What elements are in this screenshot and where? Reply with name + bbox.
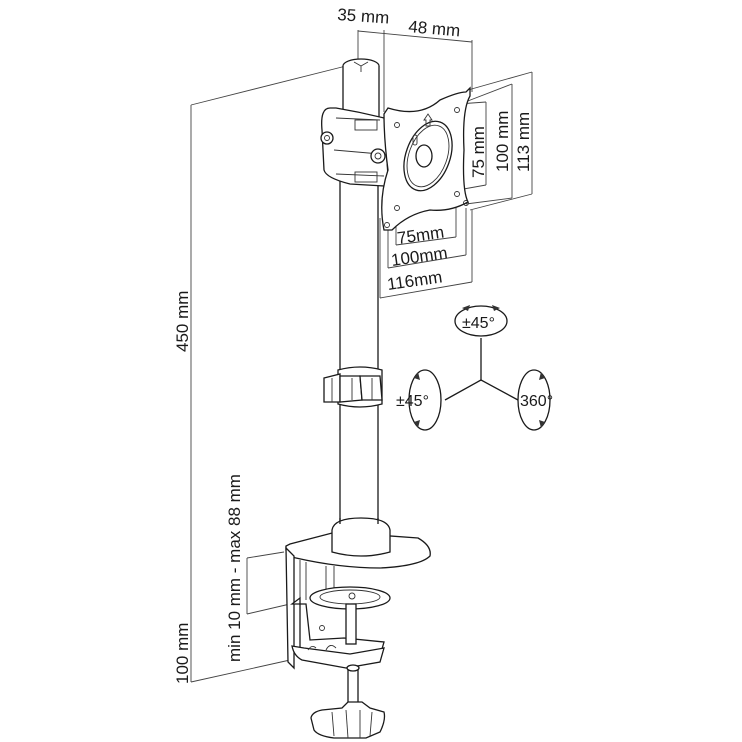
labels: 35 mm 48 mm 75mm 100mm 116mm 75 mm 100 m… (173, 5, 553, 684)
swivel-angle-label: ±45° (396, 393, 429, 410)
pole-height-label: 450 mm (173, 291, 192, 352)
plate-width-label: 116mm (386, 267, 444, 294)
rotate-indicator (517, 369, 551, 431)
clamp-height-label: 100 mm (173, 623, 192, 684)
arrow-icon (539, 420, 545, 428)
tilt-indicator (454, 305, 508, 337)
arrow-icon (539, 372, 545, 380)
height-collar (323, 366, 383, 408)
pole-diameter-label: 35 mm (337, 5, 390, 28)
rotation-diagram (408, 305, 551, 431)
vesa-100-v-label: 100 mm (493, 111, 512, 172)
arrow-icon (492, 305, 500, 311)
desk-thickness-label: min 10 mm - max 88 mm (225, 474, 244, 662)
vesa-plate (381, 86, 471, 231)
plate-height-label: 113 mm (514, 112, 533, 172)
rotate-angle-label: 360° (520, 393, 553, 410)
pole-offset-label: 48 mm (408, 17, 461, 40)
arrow-icon (414, 372, 420, 380)
arrow-icon (414, 420, 420, 428)
tilt-angle-label: ±45° (462, 315, 495, 332)
tilt-bracket (320, 107, 389, 187)
vesa-75-v-label: 75 mm (469, 126, 488, 178)
desk-clamp (285, 517, 431, 739)
swivel-indicator (408, 369, 442, 431)
arrow-icon (462, 305, 470, 311)
pole (339, 58, 380, 525)
dimension-lines (190, 30, 533, 683)
